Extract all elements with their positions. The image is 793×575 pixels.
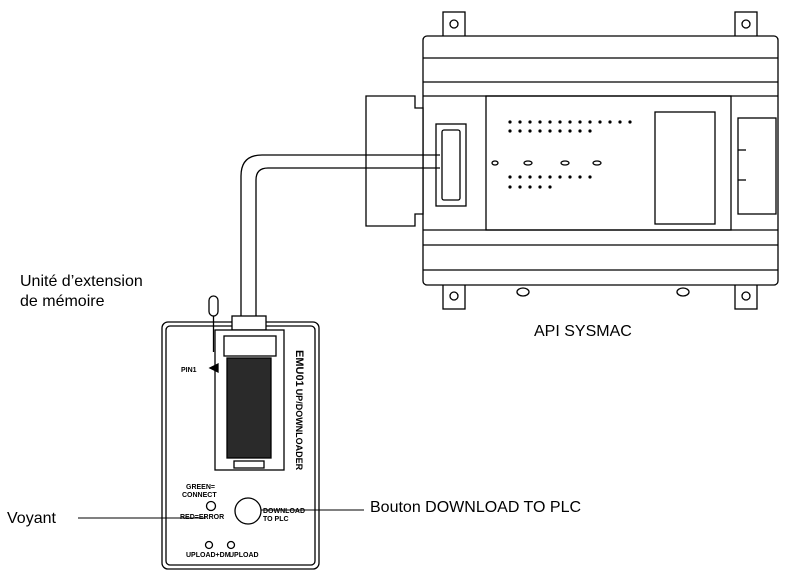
download-button-label: Bouton DOWNLOAD TO PLC	[370, 499, 582, 516]
plc-label: API SYSMAC	[534, 323, 632, 340]
upload-dm-label: UPLOAD+DM	[186, 552, 231, 559]
plc-status-leds	[508, 120, 632, 189]
upload-label: UPLOAD	[229, 552, 259, 559]
socket-lever	[208, 295, 219, 317]
model-suffix: UP/DOWNLOADER	[294, 389, 304, 471]
upload-button[interactable]	[226, 540, 236, 550]
model-name: EMU01	[293, 350, 305, 387]
upload-dm-button[interactable]	[204, 540, 214, 550]
plc-unit	[365, 11, 779, 310]
download-label-line1: DOWNLOAD	[263, 508, 305, 515]
model-marking: EMU01UP/DOWNLOADER	[293, 350, 305, 471]
memory-unit-label-line1: Unité d’extension	[20, 273, 143, 290]
memory-unit-device	[161, 295, 320, 570]
download-label-line2: TO PLC	[263, 516, 289, 523]
led-green-label: GREEN=	[186, 484, 215, 491]
leader-lines	[78, 509, 364, 519]
pin1-marking: PIN1	[181, 367, 197, 374]
connection-cable	[240, 154, 440, 330]
memory-unit-label-line2: de mémoire	[20, 293, 105, 310]
memory-unit-label: Unité d’extension de mémoire	[20, 272, 143, 312]
download-to-plc-button[interactable]	[234, 497, 262, 525]
plc-peripheral-port	[435, 123, 467, 207]
plc-indicator-ovals	[491, 160, 602, 166]
led-connect-label: CONNECT	[182, 492, 217, 499]
memory-chip	[226, 357, 272, 459]
status-led	[205, 500, 217, 512]
plc-housing	[422, 35, 779, 286]
indicator-label: Voyant	[7, 510, 56, 527]
plc-window	[654, 111, 716, 225]
